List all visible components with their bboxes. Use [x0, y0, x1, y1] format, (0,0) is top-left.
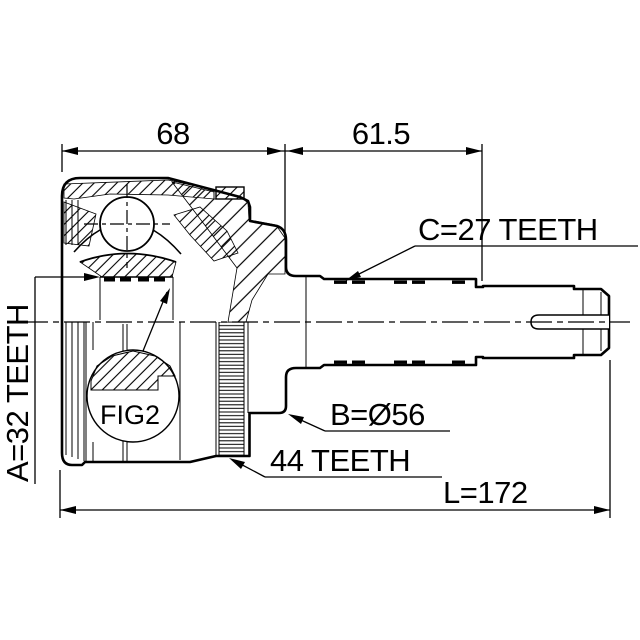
shaft-spline-dashes [334, 280, 465, 364]
spline-a-label: A=32 TEETH [0, 304, 35, 482]
fig2-detail: FIG2 [86, 288, 180, 443]
dim-68-label: 68 [156, 116, 189, 151]
inner-spline-bore [100, 276, 173, 282]
cage-hatch [173, 206, 239, 262]
dimension-arrowheads [60, 147, 610, 514]
dimensions [34, 144, 638, 518]
leader-c [351, 245, 416, 279]
part-outline [60, 176, 611, 467]
ring-teeth-label: 44 TEETH [270, 443, 410, 478]
fig2-hatch [90, 350, 176, 391]
fig2-arrowhead [160, 288, 170, 304]
fig2-label: FIG2 [100, 400, 160, 430]
section-hatching [63, 179, 286, 323]
diameter-b-label: B=Ø56 [330, 397, 425, 432]
dimension-labels: 68 61.5 C=27 TEETH B=Ø56 44 TEETH L=172 … [0, 116, 598, 510]
body-thin-lines [65, 200, 602, 461]
dim-61-5-label: 61.5 [352, 116, 410, 151]
centerlines [22, 184, 630, 323]
overall-length-label: L=172 [443, 475, 528, 510]
abs-tone-ring [215, 322, 249, 456]
spline-c-label: C=27 TEETH [418, 212, 598, 247]
